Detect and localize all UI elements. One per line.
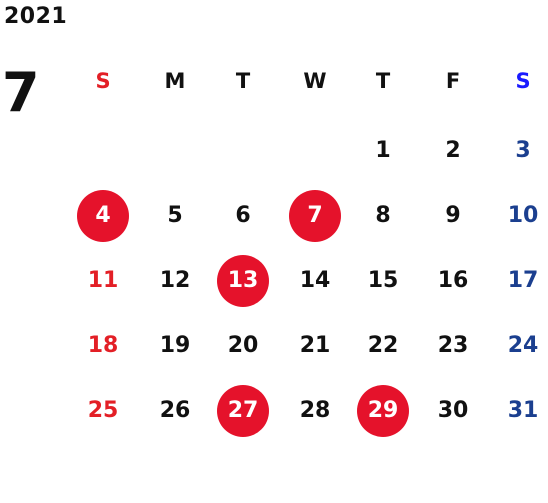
highlighted-day-29: 29 (357, 385, 409, 437)
weekday-header-thursday: T (375, 69, 391, 93)
weekday-header-sunday: S (95, 69, 111, 93)
year-label: 2021 (4, 4, 68, 29)
day-28: 28 (299, 398, 331, 423)
month-number: 7 (2, 61, 40, 124)
day-19: 19 (159, 333, 191, 358)
highlighted-day-7: 7 (289, 190, 341, 242)
day-2: 2 (445, 138, 461, 163)
day-17: 17 (507, 268, 539, 293)
day-11: 11 (87, 268, 119, 293)
weekday-header-saturday: S (515, 69, 531, 93)
day-23: 23 (437, 333, 469, 358)
weekday-header-tuesday: T (235, 69, 251, 93)
day-6: 6 (235, 203, 251, 228)
weekday-header-wednesday: W (303, 69, 327, 93)
day-12: 12 (159, 268, 191, 293)
day-9: 9 (445, 203, 461, 228)
highlighted-day-4: 4 (77, 190, 129, 242)
day-16: 16 (437, 268, 469, 293)
day-26: 26 (159, 398, 191, 423)
day-1: 1 (375, 138, 391, 163)
day-24: 24 (507, 333, 539, 358)
day-15: 15 (367, 268, 399, 293)
day-18: 18 (87, 333, 119, 358)
day-22: 22 (367, 333, 399, 358)
highlighted-day-27: 27 (217, 385, 269, 437)
day-10: 10 (507, 203, 539, 228)
day-8: 8 (375, 203, 391, 228)
day-3: 3 (515, 138, 531, 163)
weekday-header-friday: F (445, 69, 461, 93)
day-30: 30 (437, 398, 469, 423)
day-25: 25 (87, 398, 119, 423)
weekday-header-monday: M (164, 69, 186, 93)
day-21: 21 (299, 333, 331, 358)
day-20: 20 (227, 333, 259, 358)
day-31: 31 (507, 398, 539, 423)
highlighted-day-13: 13 (217, 255, 269, 307)
day-14: 14 (299, 268, 331, 293)
day-5: 5 (167, 203, 183, 228)
